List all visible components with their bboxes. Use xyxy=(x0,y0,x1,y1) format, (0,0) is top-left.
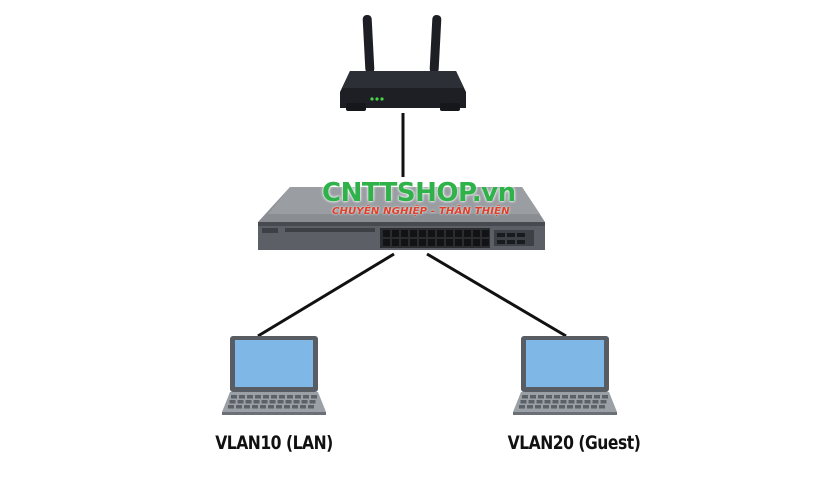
watermark-brand: CNTTSHOP.vn xyxy=(322,178,516,208)
label-vlan20: VLAN20 (Guest) xyxy=(507,432,641,454)
switch-icon xyxy=(258,187,545,250)
watermark-tagline: CHUYÊN NGHIỆP - THÂN THIỆN xyxy=(332,206,510,217)
laptop-vlan20-icon xyxy=(513,336,617,415)
router-icon xyxy=(340,14,466,111)
router-led xyxy=(370,97,374,101)
label-vlan10: VLAN10 (LAN) xyxy=(215,432,333,454)
laptop-vlan10-icon xyxy=(222,336,326,415)
link-switch-vlan10 xyxy=(257,252,395,338)
link-switch-vlan20 xyxy=(426,252,567,338)
